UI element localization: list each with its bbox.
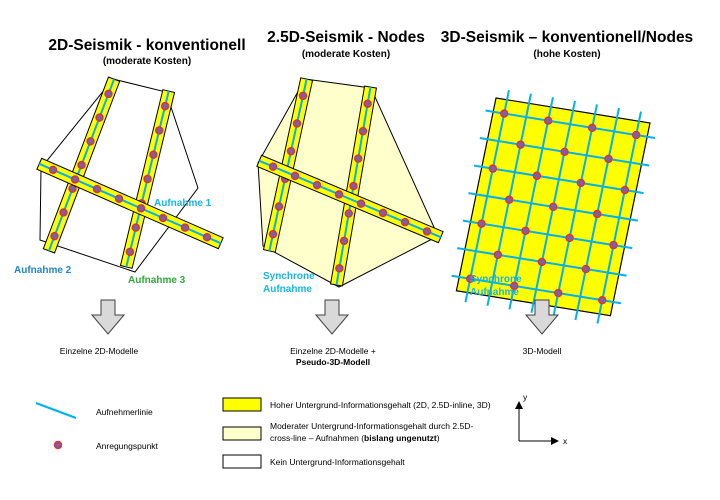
down-arrow-icon <box>90 299 126 335</box>
source-point-icon <box>516 140 525 149</box>
strip-aufnahme-3 <box>119 89 176 269</box>
source-point-icon <box>477 219 486 228</box>
grid-receiver-line-row <box>462 219 633 250</box>
legend-source-point-icon <box>53 440 63 450</box>
source-point-icon <box>581 264 591 274</box>
down-arrows <box>90 299 560 335</box>
source-point-icon <box>631 130 641 140</box>
panel-title-2d: 2D-Seismik - konventionell <box>48 37 245 54</box>
down-arrow-icon <box>314 299 350 335</box>
strip-aufnahme-1-receiver-line <box>38 162 222 245</box>
strip-25d-c-receiver-line <box>258 159 442 239</box>
source-point-icon <box>560 147 569 156</box>
legend-moderate-swatch <box>222 426 262 441</box>
strip-aufnahme-2 <box>42 76 121 254</box>
legend-source-point-text: Anregungspunkt <box>96 441 159 451</box>
source-point-icon <box>620 185 630 195</box>
source-point-icon <box>604 154 613 164</box>
legend-moderate-text-2: cross-line – Aufnahmen (bislang ungenutz… <box>270 433 440 443</box>
result-25d: Einzelne 2D-Modelle + <box>290 346 376 356</box>
label-aufnahme-3: Aufnahme 3 <box>128 275 186 286</box>
label-synchrone-25d: Synchrone <box>263 271 315 282</box>
source-point-icon <box>521 226 530 236</box>
source-point-icon <box>505 195 514 204</box>
label-synchrone-3d: Synchrone <box>470 274 522 285</box>
source-point-icon <box>549 202 558 212</box>
legend-receiver-line-text: Aufnehmerlinie <box>96 407 153 417</box>
panel-2d-strips <box>36 76 224 269</box>
grid-receiver-line-row <box>451 274 622 305</box>
down-arrow-icon <box>524 299 560 335</box>
strip-25d-a-receiver-line <box>268 78 308 252</box>
strip-25d-b <box>330 85 377 287</box>
label-aufnahme-3d: Aufnahme <box>470 287 519 298</box>
y-axis-label: y <box>523 392 528 402</box>
source-point-icon <box>565 233 574 243</box>
label-aufnahme-2: Aufnahme 2 <box>14 265 72 276</box>
panel-title-3d: 3D-Seismik – konventionell/Nodes <box>441 29 693 46</box>
source-point-icon <box>532 171 542 180</box>
source-point-icon <box>543 116 553 125</box>
source-point-icon <box>499 109 509 118</box>
x-axis-label: x <box>563 436 568 446</box>
source-point-icon <box>587 123 597 133</box>
grid-receiver-line-col <box>552 104 598 317</box>
source-point-icon <box>576 178 586 188</box>
result-2d: Einzelne 2D-Modelle <box>60 346 139 356</box>
source-point-icon <box>493 250 503 259</box>
source-point-icon <box>488 164 498 173</box>
panel-25d-strips <box>256 77 444 287</box>
strip-25d-c <box>256 154 444 244</box>
source-point-icon <box>554 288 563 298</box>
strip-25d-a <box>262 77 314 253</box>
result-25d-bold: Pseudo-3D-Modell <box>296 357 370 367</box>
strip-aufnahme-1 <box>36 157 224 250</box>
panel-title-25d: 2.5D-Seismik - Nodes <box>267 29 425 46</box>
legend-receiver-line-icon <box>35 401 77 420</box>
legend-none-text: Kein Untergrund-Informationsgehalt <box>270 457 405 467</box>
panel-cost-3d: (hohe Kosten) <box>533 49 600 60</box>
source-point-icon <box>593 209 602 219</box>
panel-cost-25d: (moderate Kosten) <box>302 49 390 60</box>
grid-receiver-line-col <box>596 111 642 324</box>
legend-none-swatch <box>222 454 262 469</box>
legend-moderate-text-1: Moderater Untergrund-Informationsgehalt … <box>270 421 473 431</box>
legend-high-text: Hoher Untergrund-Informationsgehalt (2D,… <box>270 400 491 410</box>
panel-cost-2d: (moderate Kosten) <box>103 56 191 67</box>
panel-3d-grid <box>451 89 656 324</box>
source-point-icon <box>598 295 607 305</box>
label-aufnahme-25d: Aufnahme <box>263 284 312 295</box>
label-aufnahme-1: Aufnahme 1 <box>154 198 212 209</box>
result-3d: 3D-Modell <box>523 346 562 356</box>
source-point-icon <box>609 240 618 250</box>
legend-high-swatch <box>222 397 262 412</box>
source-point-icon <box>537 257 547 267</box>
